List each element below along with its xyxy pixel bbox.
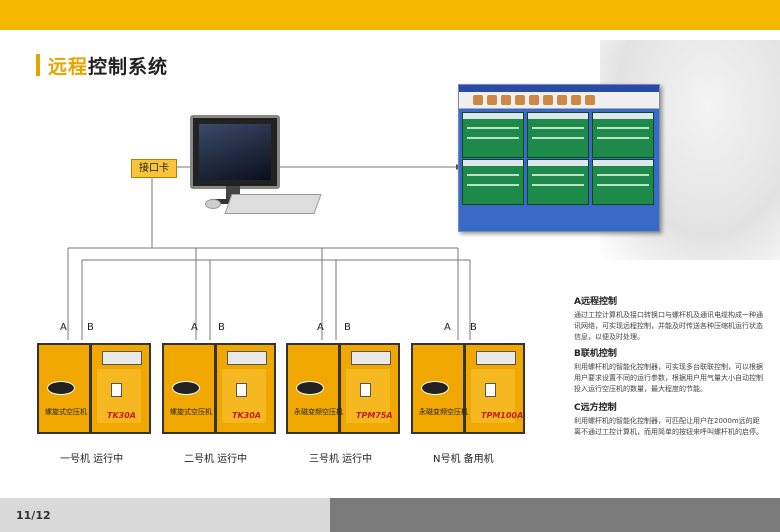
keyboard — [224, 194, 322, 214]
info-heading: C远方控制 — [574, 403, 617, 413]
info-text: 利用螺杆机的智能化控制器，可匹配让用户在2000m远的距离不通过工控计算机，而用… — [574, 417, 763, 436]
control-software-window — [458, 84, 660, 232]
page-title: 远程控制系统 — [36, 53, 169, 78]
line-b-label: B — [218, 322, 225, 333]
interface-card-label: 接口卡 — [131, 159, 177, 178]
status-panel — [462, 112, 524, 158]
line-a-label: A — [317, 322, 324, 333]
machine-label: 一号机 运行中 — [60, 454, 124, 465]
info-text: 通过工控计算机及接口转换口与螺杆机及通讯电缆构成一种通讯网络，可实现远程控制，并… — [574, 311, 763, 341]
status-panel — [527, 112, 589, 158]
computer-monitor — [190, 115, 280, 189]
info-linked-control: B联机控制 利用螺杆机的智能化控制器，可实现多台联联控制，可以根据用户要求设置不… — [574, 349, 764, 395]
machine-name: 螺旋式空压机 — [45, 408, 87, 416]
compressor-3: 永磁变频空压机 TPM75A — [286, 343, 400, 434]
title-accent-bar — [36, 54, 40, 76]
line-b-label: B — [344, 322, 351, 333]
info-text: 利用螺杆机的智能化控制器，可实现多台联联控制，可以根据用户要求设置不同的运行参数… — [574, 363, 763, 393]
top-banner — [0, 0, 780, 30]
window-toolbar — [459, 92, 659, 109]
info-heading: A远程控制 — [574, 297, 617, 307]
compressor-2: 螺旋式空压机 TK30A — [162, 343, 276, 434]
machine-label: N号机 备用机 — [433, 454, 494, 465]
status-panel — [462, 159, 524, 205]
title-highlight: 远程 — [48, 55, 89, 78]
title-rest: 控制系统 — [88, 55, 169, 78]
footer-left-block — [0, 498, 330, 532]
line-a-label: A — [444, 322, 451, 333]
status-panel — [527, 159, 589, 205]
brand-logo-icon — [421, 381, 449, 395]
warning-sign-icon — [111, 383, 122, 397]
line-a-label: A — [191, 322, 198, 333]
window-titlebar — [459, 85, 659, 92]
window-body — [459, 109, 659, 231]
status-panel — [592, 159, 654, 205]
info-remote-control: A远程控制 通过工控计算机及接口转换口与螺杆机及通讯电缆构成一种通讯网络，可实现… — [574, 297, 764, 343]
warning-sign-icon — [236, 383, 247, 397]
machine-model: TPM100A — [481, 411, 524, 420]
line-b-label: B — [87, 322, 94, 333]
warning-sign-icon — [360, 383, 371, 397]
brand-logo-icon — [296, 381, 324, 395]
brand-logo-icon — [47, 381, 75, 395]
machine-name: 永磁变频空压机 — [294, 408, 343, 416]
machine-label: 二号机 运行中 — [184, 454, 248, 465]
mouse — [205, 199, 221, 209]
machine-model: TK30A — [232, 411, 261, 420]
compressor-1: 螺旋式空压机 TK30A — [37, 343, 151, 434]
machine-name: 永磁变频空压机 — [419, 408, 468, 416]
brand-logo-icon — [172, 381, 200, 395]
machine-label: 三号机 运行中 — [309, 454, 373, 465]
info-heading: B联机控制 — [574, 349, 617, 359]
page-number: 11/12 — [16, 509, 51, 522]
line-b-label: B — [470, 322, 477, 333]
machine-model: TPM75A — [356, 411, 393, 420]
machine-name: 螺旋式空压机 — [170, 408, 212, 416]
info-distance-control: C远方控制 利用螺杆机的智能化控制器，可匹配让用户在2000m远的距离不通过工控… — [574, 403, 764, 438]
line-a-label: A — [60, 322, 67, 333]
warning-sign-icon — [485, 383, 496, 397]
machine-model: TK30A — [107, 411, 136, 420]
compressor-n: 永磁变频空压机 TPM100A — [411, 343, 525, 434]
status-panel — [592, 112, 654, 158]
